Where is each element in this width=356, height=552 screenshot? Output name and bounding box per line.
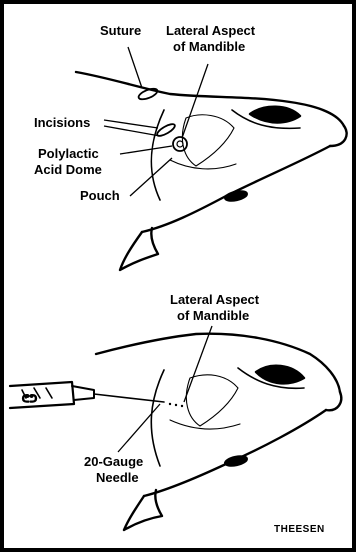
top-dorsal-outline	[76, 72, 344, 126]
svg-text:ᕦᕤ: ᕦᕤ	[22, 394, 38, 405]
lateral-aspect-label-bottom-line1: Lateral Aspect	[170, 292, 260, 307]
top-leader-lines	[104, 47, 208, 196]
bottom-dorsal-outline	[96, 334, 340, 392]
dome-label-line1: Polylactic	[38, 146, 99, 161]
suture-label: Suture	[100, 23, 141, 38]
top-snout	[330, 126, 347, 146]
bottom-operculum	[151, 370, 164, 466]
bottom-snout	[326, 392, 341, 410]
top-fish-head	[76, 72, 347, 270]
pouch-label: Pouch	[80, 188, 120, 203]
top-mouth	[250, 107, 300, 123]
needle-label-line1: 20-Gauge	[84, 454, 143, 469]
lateral-aspect-label-line1: Lateral Aspect	[166, 23, 256, 38]
bottom-fish-head	[96, 334, 341, 530]
bottom-mandible-structure	[186, 375, 238, 426]
bottom-mouth	[256, 366, 304, 384]
bottom-spot	[224, 455, 247, 467]
dome-mark	[173, 137, 187, 151]
artist-signature: THEESEN	[274, 524, 325, 535]
lateral-aspect-label-line2: of Mandible	[173, 39, 245, 54]
bottom-ventral-outline	[144, 410, 326, 496]
top-operculum	[151, 110, 164, 200]
needle-label-line2: Needle	[96, 470, 139, 485]
top-pectoral-fin	[120, 228, 158, 270]
top-mandible-structure	[182, 115, 234, 166]
incisions-label: Incisions	[34, 115, 90, 130]
top-spot	[224, 190, 247, 202]
bottom-pectoral-fin	[124, 490, 162, 530]
lateral-aspect-label-bottom-line2: of Mandible	[177, 308, 249, 323]
dome-label-line2: Acid Dome	[34, 162, 102, 177]
